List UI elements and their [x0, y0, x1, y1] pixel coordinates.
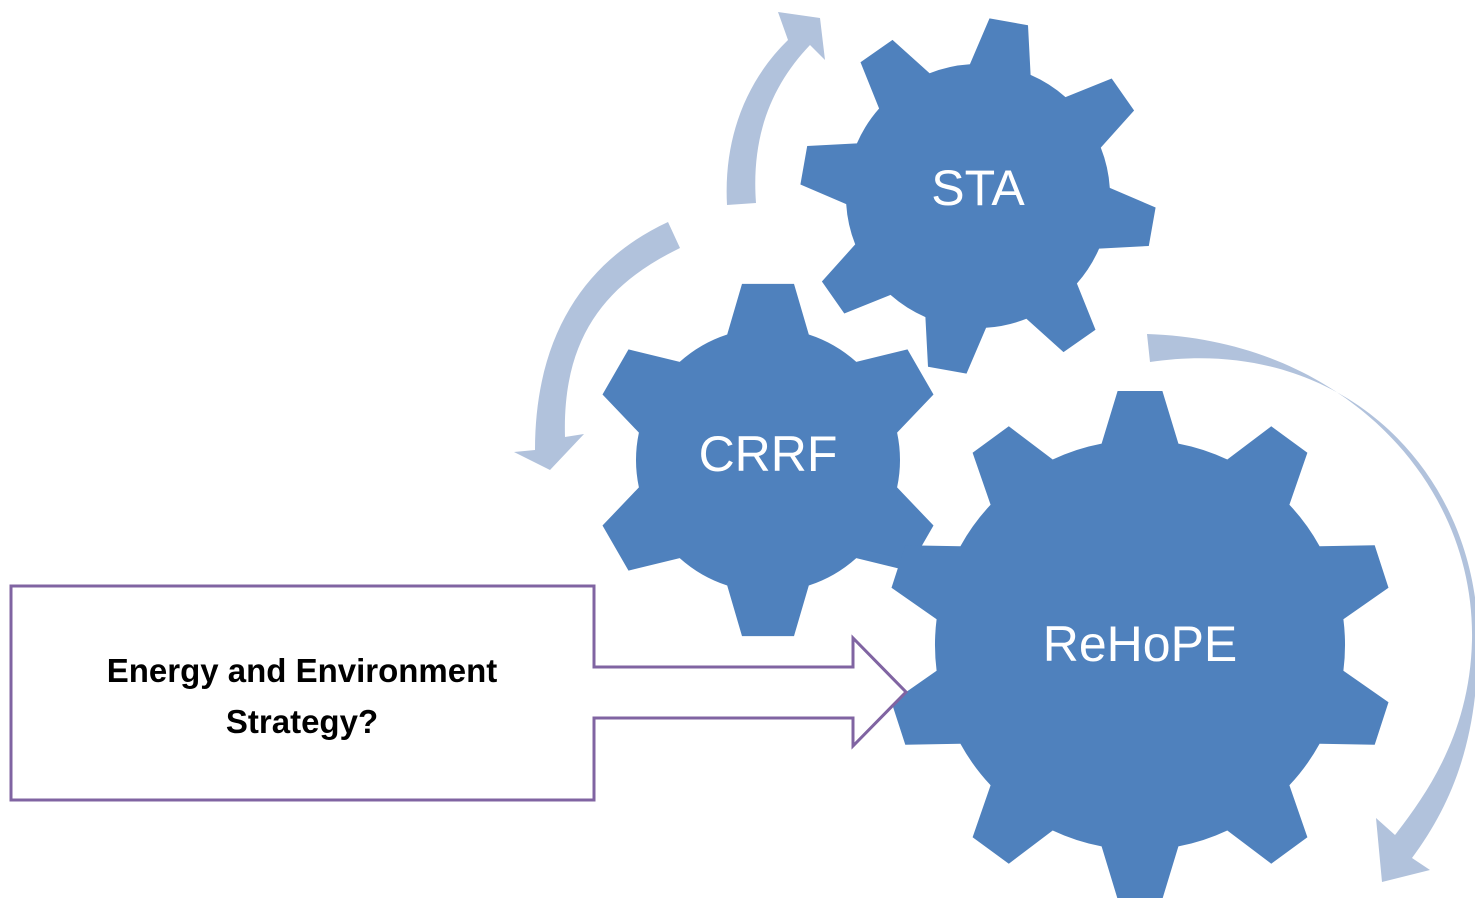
- callout-line-2: Strategy?: [226, 703, 378, 740]
- gear-label-sta: STA: [931, 160, 1025, 216]
- gears: STA CRRF ReHoPE: [602, 18, 1389, 898]
- gear-sta: [800, 18, 1156, 374]
- strategy-callout: Energy and Environment Strategy?: [9, 584, 909, 802]
- cycle-arrows: [514, 12, 1475, 882]
- gear-label-crrf: CRRF: [699, 426, 838, 482]
- gear-rehope: [891, 391, 1389, 898]
- arrow-crrf-to-sta: [726, 12, 825, 205]
- arrow-sta-to-crrf: [514, 222, 680, 470]
- gear-crrf: [602, 283, 934, 637]
- gear-label-rehope: ReHoPE: [1043, 616, 1238, 672]
- callout-line-1: Energy and Environment: [107, 652, 498, 689]
- callout-arrow-shape: [9, 584, 909, 802]
